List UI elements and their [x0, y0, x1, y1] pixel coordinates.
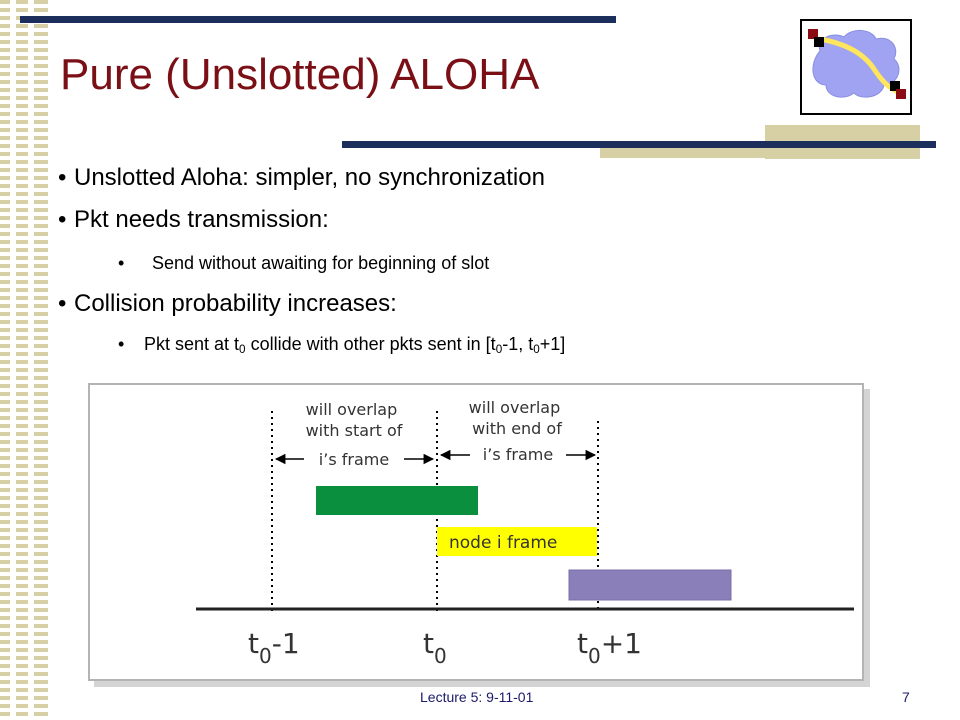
bullet-dot: •	[58, 290, 67, 317]
bullet-text: Unslotted Aloha: simpler, no synchroniza…	[74, 164, 545, 191]
bullet-item: • Unslotted Aloha: simpler, no synchroni…	[58, 164, 545, 192]
overlap-start-label-line3: i’s frame	[319, 450, 389, 469]
bullet-dot: •	[118, 334, 125, 354]
footer-lecture: Lecture 5: 9-11-01	[420, 689, 534, 705]
timing-diagram-canvas: will overlap with start of i’s frame wil…	[196, 398, 854, 668]
page-number: 7	[902, 689, 910, 705]
purple-frame	[568, 569, 732, 601]
sub-bullet-item: • Send without awaiting for beginning of…	[118, 253, 490, 274]
top-rule	[20, 16, 616, 23]
overlap-end-label: will overlap with end of	[469, 398, 566, 438]
node-i-frame-label: node i frame	[449, 533, 557, 553]
bullet-text: Send without awaiting for beginning of s…	[152, 253, 490, 273]
network-cloud-icon	[808, 29, 906, 99]
t0-label: t0	[423, 627, 447, 668]
bullet-dot: •	[58, 206, 67, 233]
bullet-text: Collision probability increases:	[74, 290, 397, 317]
decorative-stripe	[0, 0, 48, 720]
decorative-block	[600, 148, 890, 158]
bullet-dot: •	[58, 164, 67, 191]
network-logo	[800, 19, 912, 115]
t0-plus-1-label: t0+1	[577, 627, 642, 668]
bullet-text: Pkt sent at t0 collide with other pkts s…	[144, 334, 566, 356]
bullet-item: • Pkt needs transmission:	[58, 206, 329, 234]
t0-minus-1-label: t0-1	[248, 627, 300, 668]
green-frame	[316, 486, 478, 515]
node-i-frame	[437, 527, 597, 556]
bullet-item: • Collision probability increases:	[58, 290, 397, 318]
title-rule	[342, 141, 936, 148]
overlap-end-label-line3: i’s frame	[483, 445, 553, 464]
overlap-start-label: will overlap with start of	[306, 400, 403, 440]
bullet-text: Pkt needs transmission:	[74, 206, 329, 233]
aloha-timing-diagram: will overlap with start of i’s frame wil…	[88, 383, 864, 681]
sub-bullet-item: • Pkt sent at t0 collide with other pkts…	[118, 334, 566, 356]
bullet-dot: •	[118, 253, 125, 273]
slide-title: Pure (Unslotted) ALOHA	[60, 50, 540, 99]
